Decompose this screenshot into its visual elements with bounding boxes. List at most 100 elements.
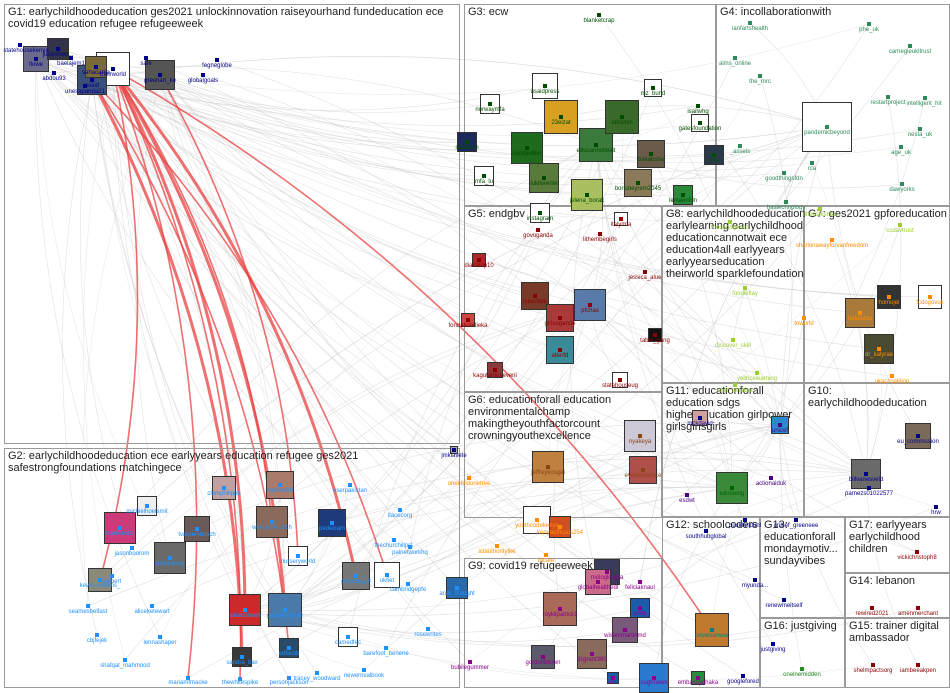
network-node[interactable]	[638, 606, 642, 610]
network-node[interactable]	[782, 598, 786, 602]
network-node[interactable]	[778, 423, 782, 427]
network-node[interactable]	[918, 127, 922, 131]
network-node[interactable]	[168, 556, 172, 560]
network-node[interactable]	[144, 56, 148, 60]
network-node[interactable]	[638, 580, 642, 584]
network-node[interactable]	[825, 125, 829, 129]
network-node[interactable]	[802, 316, 806, 320]
network-node[interactable]	[877, 347, 881, 351]
network-node[interactable]	[923, 96, 927, 100]
node-image[interactable]	[637, 140, 665, 168]
network-node[interactable]	[696, 104, 700, 108]
network-node[interactable]	[784, 200, 788, 204]
network-node[interactable]	[731, 338, 735, 342]
network-node[interactable]	[753, 578, 757, 582]
network-node[interactable]	[98, 578, 102, 582]
network-node[interactable]	[558, 607, 562, 611]
network-node[interactable]	[296, 554, 300, 558]
network-node[interactable]	[620, 115, 624, 119]
network-node[interactable]	[900, 182, 904, 186]
network-node[interactable]	[467, 476, 471, 480]
network-node[interactable]	[118, 526, 122, 530]
network-node[interactable]	[535, 518, 539, 522]
network-node[interactable]	[830, 238, 834, 242]
network-node[interactable]	[546, 465, 550, 469]
network-node[interactable]	[392, 538, 396, 542]
network-node[interactable]	[605, 570, 609, 574]
network-node[interactable]	[597, 13, 601, 17]
network-node[interactable]	[653, 333, 657, 337]
network-node[interactable]	[536, 228, 540, 232]
network-node[interactable]	[698, 416, 702, 420]
network-node[interactable]	[651, 86, 655, 90]
network-node[interactable]	[86, 604, 90, 608]
network-node[interactable]	[558, 316, 562, 320]
network-node[interactable]	[886, 95, 890, 99]
network-node[interactable]	[887, 295, 891, 299]
network-node[interactable]	[287, 676, 291, 680]
node-image[interactable]	[521, 282, 549, 310]
network-node[interactable]	[743, 518, 747, 522]
network-node[interactable]	[542, 176, 546, 180]
network-node[interactable]	[385, 573, 389, 577]
network-node[interactable]	[348, 483, 352, 487]
network-node[interactable]	[867, 22, 871, 26]
network-node[interactable]	[908, 44, 912, 48]
network-node[interactable]	[590, 652, 594, 656]
network-node[interactable]	[596, 580, 600, 584]
network-node[interactable]	[928, 295, 932, 299]
network-node[interactable]	[743, 286, 747, 290]
network-node[interactable]	[870, 606, 874, 610]
network-node[interactable]	[934, 505, 938, 509]
network-node[interactable]	[408, 545, 412, 549]
network-node[interactable]	[243, 608, 247, 612]
network-node[interactable]	[493, 368, 497, 372]
network-node[interactable]	[158, 73, 162, 77]
network-node[interactable]	[864, 472, 868, 476]
network-node[interactable]	[315, 671, 319, 675]
network-node[interactable]	[738, 144, 742, 148]
network-node[interactable]	[110, 574, 114, 578]
network-node[interactable]	[558, 525, 562, 529]
network-node[interactable]	[588, 303, 592, 307]
network-node[interactable]	[598, 232, 602, 236]
network-node[interactable]	[90, 78, 94, 82]
network-node[interactable]	[890, 374, 894, 378]
network-node[interactable]	[636, 181, 640, 185]
network-node[interactable]	[712, 153, 716, 157]
network-node[interactable]	[558, 348, 562, 352]
network-node[interactable]	[69, 56, 73, 60]
network-node[interactable]	[794, 518, 798, 522]
network-node[interactable]	[741, 674, 745, 678]
network-node[interactable]	[287, 646, 291, 650]
network-node[interactable]	[758, 74, 762, 78]
network-node[interactable]	[643, 270, 647, 274]
network-node[interactable]	[346, 635, 350, 639]
network-node[interactable]	[123, 658, 127, 662]
network-node[interactable]	[94, 65, 98, 69]
network-node[interactable]	[681, 193, 685, 197]
network-node[interactable]	[696, 676, 700, 680]
network-node[interactable]	[585, 193, 589, 197]
network-node[interactable]	[544, 553, 548, 557]
network-node[interactable]	[704, 529, 708, 533]
network-node[interactable]	[466, 318, 470, 322]
network-node[interactable]	[755, 371, 759, 375]
network-node[interactable]	[782, 171, 786, 175]
network-node[interactable]	[611, 676, 615, 680]
network-node[interactable]	[238, 677, 242, 681]
network-node[interactable]	[452, 448, 456, 452]
network-node[interactable]	[915, 550, 919, 554]
network-node[interactable]	[538, 211, 542, 215]
network-node[interactable]	[384, 646, 388, 650]
network-node[interactable]	[283, 608, 287, 612]
network-node[interactable]	[465, 140, 469, 144]
network-node[interactable]	[426, 627, 430, 631]
network-node[interactable]	[34, 57, 38, 61]
network-node[interactable]	[871, 663, 875, 667]
network-node[interactable]	[145, 504, 149, 508]
network-node[interactable]	[748, 21, 752, 25]
node-image[interactable]	[184, 516, 210, 542]
network-node[interactable]	[623, 628, 627, 632]
network-node[interactable]	[733, 56, 737, 60]
